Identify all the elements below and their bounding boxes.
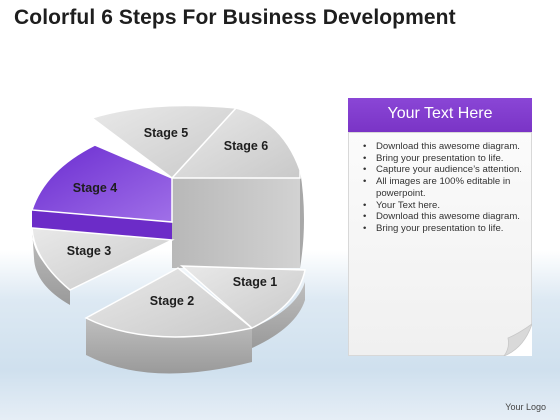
logo-placeholder: Your Logo xyxy=(505,402,546,412)
stage-3-label: Stage 3 xyxy=(67,244,112,258)
slice-stage-6 xyxy=(170,107,304,268)
bullet-item: All images are 100% editable in powerpoi… xyxy=(363,176,523,199)
panel-body: Download this awesome diagram. Bring you… xyxy=(348,132,532,356)
bullet-item: Bring your presentation to life. xyxy=(363,153,523,165)
bullet-list: Download this awesome diagram. Bring you… xyxy=(363,141,523,235)
slice-stage-3 xyxy=(31,227,175,305)
bullet-item: Capture your audience’s attention. xyxy=(363,164,523,176)
page-curl-decoration xyxy=(503,323,532,356)
stage-2-label: Stage 2 xyxy=(150,294,195,308)
slice-stage-4 xyxy=(30,144,173,240)
slice-stage-2 xyxy=(84,267,254,374)
slice-stage-5 xyxy=(90,104,238,180)
panel-heading: Your Text Here xyxy=(387,105,493,122)
text-panel: Your Text Here Download this awesome dia… xyxy=(348,98,532,356)
slice-stage-1 xyxy=(179,265,306,348)
stage-6-label: Stage 6 xyxy=(224,139,269,153)
bullet-item: Bring your presentation to life. xyxy=(363,223,523,235)
stage-4-label: Stage 4 xyxy=(73,181,118,195)
stage-1-label: Stage 1 xyxy=(233,275,278,289)
bullet-item: Download this awesome diagram. xyxy=(363,141,523,153)
panel-header: Your Text Here xyxy=(348,98,532,132)
bullet-item: Your Text here. xyxy=(363,200,523,212)
stage-5-label: Stage 5 xyxy=(144,126,189,140)
bullet-item: Download this awesome diagram. xyxy=(363,211,523,223)
slide-title: Colorful 6 Steps For Business Developmen… xyxy=(14,6,456,29)
